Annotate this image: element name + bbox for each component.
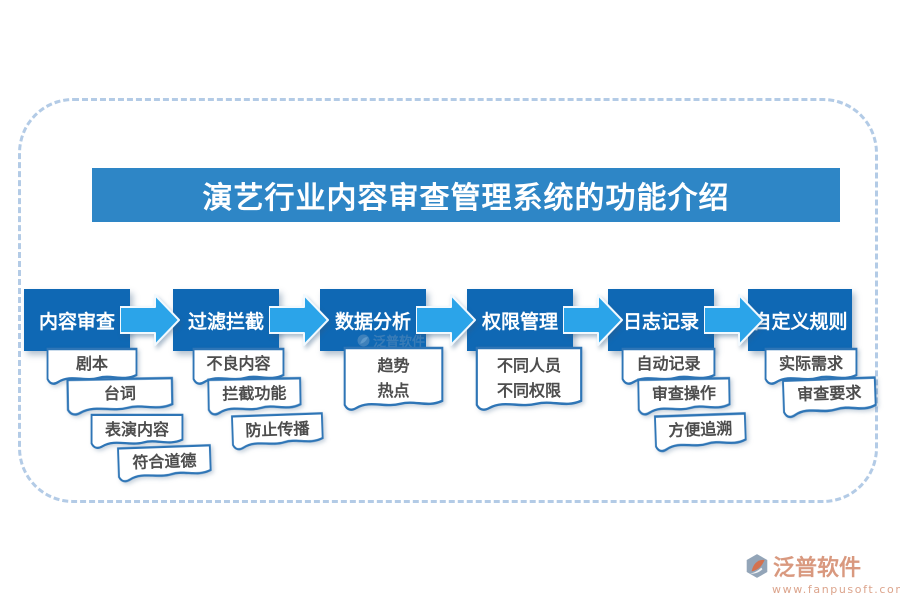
card-wave-shape: [637, 376, 731, 416]
card-wave-shape: [781, 376, 877, 419]
stage-box-custom-rules: 自定义规则: [748, 289, 852, 351]
feature-card: 审查要求: [781, 375, 877, 420]
card-wave-shape: [475, 346, 583, 411]
feature-card: 不同人员 不同权限: [475, 346, 583, 413]
feature-card: 趋势 热点: [343, 346, 444, 413]
feature-card: 方便追溯: [653, 411, 747, 454]
card-wave-shape: [207, 376, 302, 416]
stage-label: 内容审查: [38, 310, 115, 333]
flow-arrow-icon: [120, 294, 180, 346]
feature-card: 自动记录: [621, 347, 716, 387]
card-label: 自动记录: [636, 354, 701, 373]
stage-label: 日志记录: [622, 310, 699, 333]
brand-url: www.fanpusoft.com: [772, 583, 900, 596]
card-label: 实际需求: [778, 354, 843, 373]
feature-card: 台词: [66, 376, 175, 418]
stage-box-permission-management: 权限管理: [467, 289, 573, 351]
card-label: 不良内容: [206, 354, 271, 373]
card-wave-shape: [66, 376, 174, 416]
flow-arrow-icon: [704, 294, 764, 346]
card-label: 防止传播: [245, 418, 310, 441]
card-wave-shape: [90, 413, 184, 449]
stage-label: 权限管理: [481, 310, 558, 333]
feature-card: 实际需求: [764, 347, 858, 387]
page-title: 演艺行业内容审查管理系统的功能介绍: [202, 181, 730, 216]
stage-label: 自定义规则: [752, 310, 848, 333]
flow-arrow-icon: [416, 294, 476, 346]
brand-name: 泛普软件: [773, 556, 862, 581]
feature-card: 防止传播: [230, 411, 324, 452]
card-label: 台词: [103, 383, 137, 404]
feature-card: 拦截功能: [207, 376, 303, 418]
card-label: 符合道德: [132, 450, 197, 473]
flow-arrow-icon: [269, 294, 329, 346]
brand-logo-icon: [746, 554, 768, 578]
card-label: 审查要求: [797, 382, 862, 405]
card-wave-shape: [343, 346, 444, 411]
stage-box-log-record: 日志记录: [608, 289, 714, 351]
dashed-border-frame: [18, 98, 878, 503]
feature-card: 审查操作: [637, 376, 732, 418]
brand-footer: 泛普软件 www.fanpusoft.com: [744, 550, 900, 596]
card-wave-shape: [231, 412, 324, 451]
card-label: 表演内容: [104, 420, 169, 439]
card-wave-shape: [117, 444, 212, 483]
stage-box-data-analysis: 数据分析: [320, 289, 426, 351]
feature-card: 表演内容: [90, 413, 184, 451]
card-label: 不同人员 不同权限: [496, 356, 561, 400]
stage-label: 过滤拦截: [187, 310, 264, 333]
card-label: 剧本: [75, 354, 108, 373]
flow-arrow-icon: [563, 294, 623, 346]
card-label: 方便追溯: [668, 418, 733, 441]
stage-label: 数据分析: [334, 310, 411, 333]
title-banner: 演艺行业内容审查管理系统的功能介绍: [92, 168, 840, 222]
feature-card: 符合道德: [116, 443, 212, 484]
card-label: 拦截功能: [222, 383, 287, 404]
card-label: 审查操作: [651, 383, 717, 404]
card-wave-shape: [653, 412, 747, 453]
stage-box-filter-block: 过滤拦截: [173, 289, 279, 351]
stage-box-content-review: 内容审查: [24, 289, 130, 351]
card-label: 趋势 热点: [377, 356, 410, 400]
